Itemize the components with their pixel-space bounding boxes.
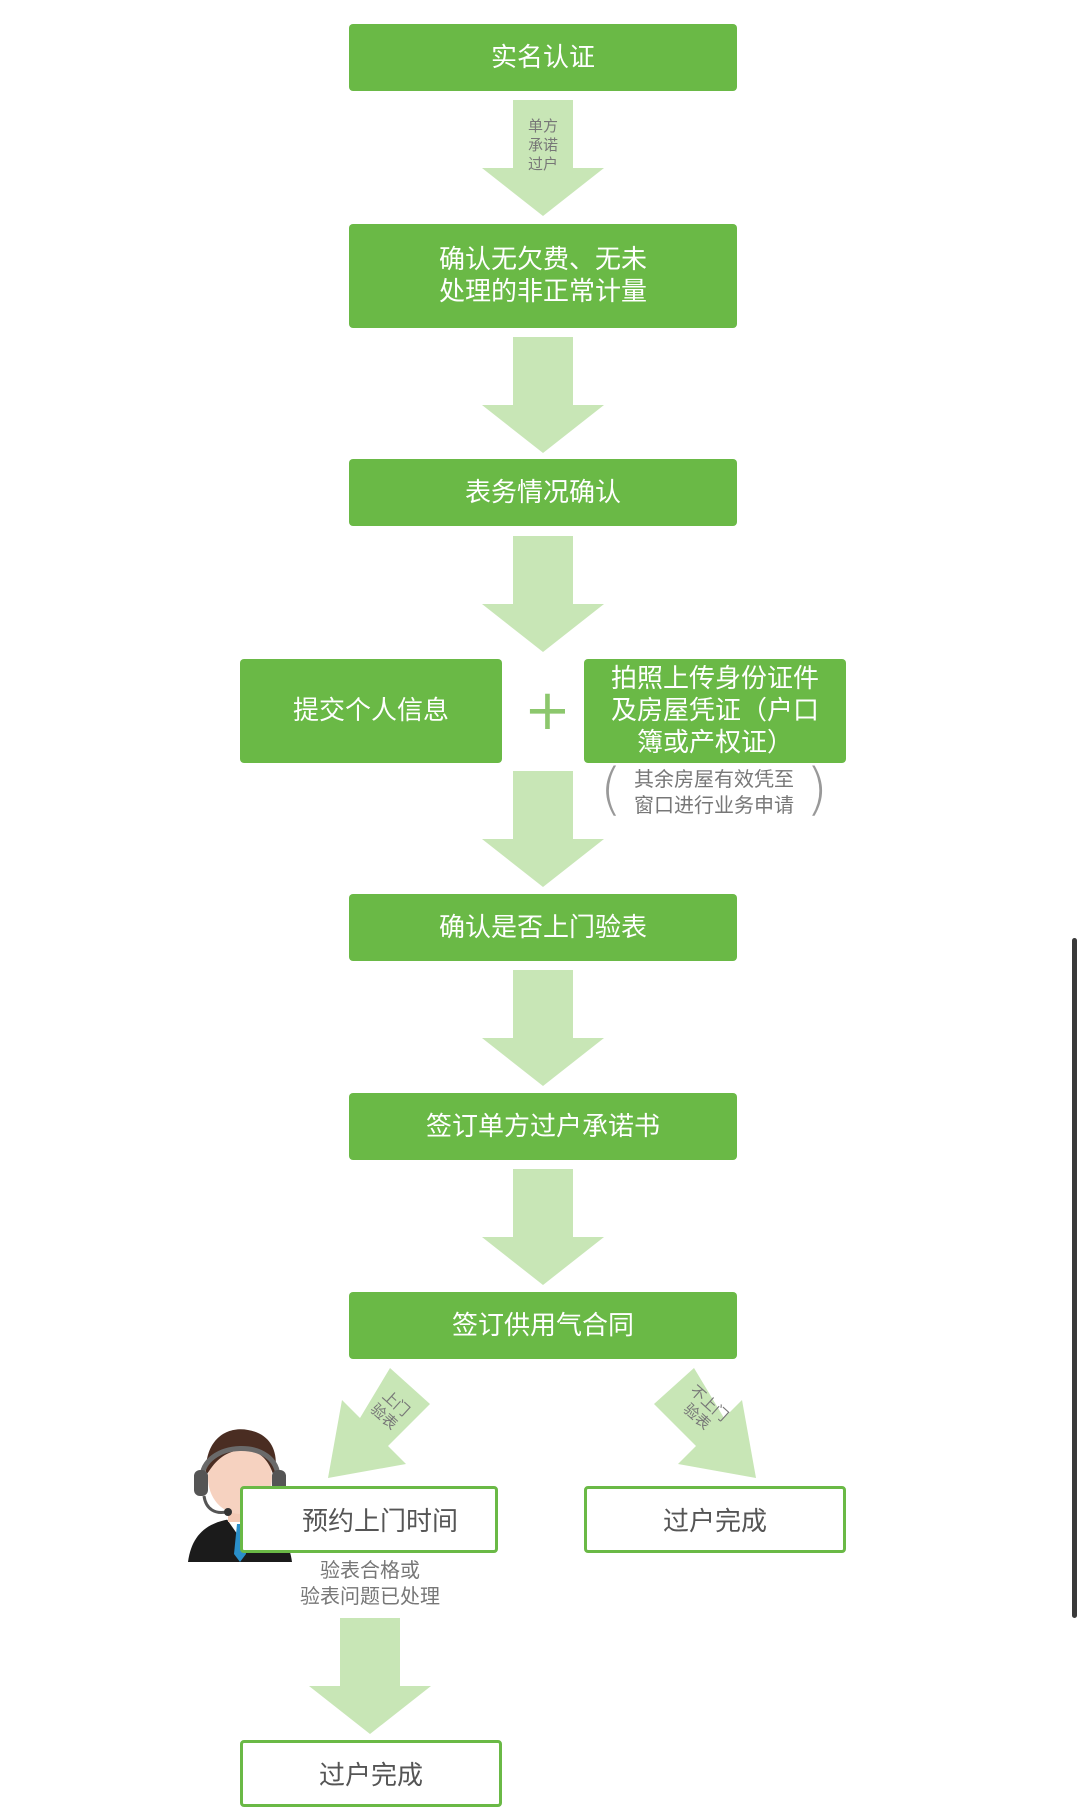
step-real-name-auth-label: 实名认证: [490, 42, 595, 73]
scrollbar-thumb[interactable]: [1072, 938, 1077, 1618]
step-confirm-no-arrears-label: 确认无欠费、无未 处理的非正常计量: [438, 245, 647, 307]
step-transfer-complete-right: 过户完成: [584, 1486, 846, 1553]
inspection-result-note: 验表合格或 验表问题已处理: [300, 1558, 440, 1608]
step-confirm-onsite-inspection: 确认是否上门验表: [349, 894, 737, 961]
step-transfer-complete-right-label: 过户完成: [662, 1507, 767, 1537]
step-meter-status-confirm: 表务情况确认: [349, 459, 737, 526]
step-upload-id-documents: 拍照上传身份证件 及房屋凭证（户口 簿或产权证）: [584, 659, 846, 763]
note-paren-left: (: [600, 757, 622, 822]
step-sign-transfer-commitment: 签订单方过户承诺书: [349, 1093, 737, 1160]
arrow-down-5: [482, 970, 604, 1086]
arrow-down-1: [482, 100, 604, 216]
step-transfer-complete-final: 过户完成: [240, 1740, 502, 1807]
arrow-1-label: 单方 承诺 过户: [527, 117, 558, 173]
note-paren-right: ): [806, 757, 828, 822]
step-sign-gas-contract: 签订供用气合同: [349, 1292, 737, 1359]
upload-documents-note: 其余房屋有效凭至 窗口进行业务申请: [634, 767, 794, 817]
plus-sign: +: [524, 678, 571, 743]
arrow-down-3: [482, 536, 604, 652]
arrow-branch-onsite: [318, 1368, 438, 1480]
step-schedule-visit-label: 预约上门时间: [301, 1507, 458, 1537]
step-meter-status-confirm-label: 表务情况确认: [464, 477, 621, 508]
step-submit-personal-info: 提交个人信息: [240, 659, 502, 763]
arrow-down-2: [482, 337, 604, 453]
arrow-down-final: [309, 1618, 431, 1734]
step-upload-id-documents-label: 拍照上传身份证件 及房屋凭证（户口 簿或产权证）: [610, 664, 819, 758]
arrow-down-4: [482, 771, 604, 887]
arrow-branch-no-onsite: [646, 1368, 766, 1480]
arrow-down-6: [482, 1169, 604, 1285]
step-confirm-no-arrears: 确认无欠费、无未 处理的非正常计量: [349, 224, 737, 328]
step-transfer-complete-final-label: 过户完成: [318, 1761, 423, 1791]
step-sign-transfer-commitment-label: 签订单方过户承诺书: [425, 1111, 660, 1142]
step-submit-personal-info-label: 提交个人信息: [292, 696, 449, 726]
step-schedule-visit: 预约上门时间: [240, 1486, 498, 1553]
step-real-name-auth: 实名认证: [349, 24, 737, 91]
step-confirm-onsite-inspection-label: 确认是否上门验表: [438, 912, 647, 943]
step-sign-gas-contract-label: 签订供用气合同: [451, 1310, 634, 1341]
